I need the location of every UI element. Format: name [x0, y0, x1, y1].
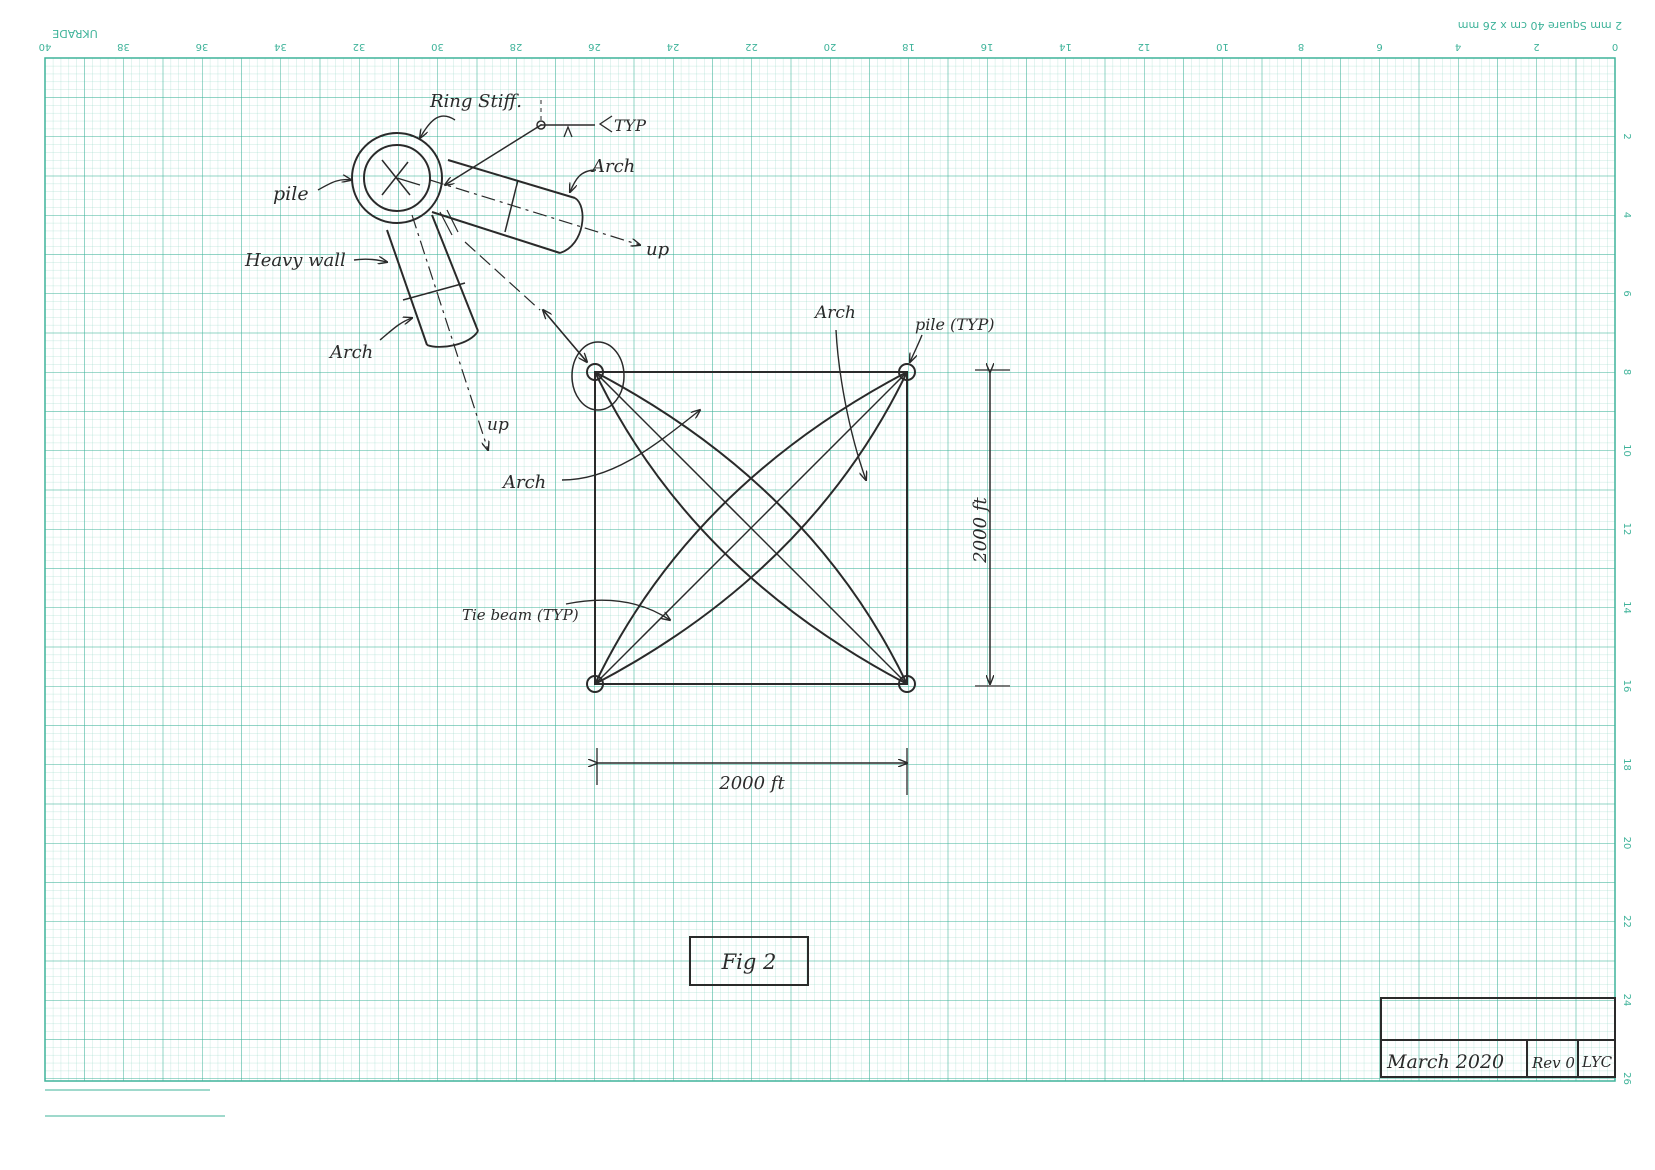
label-tie-beam: Tie beam (TYP) — [462, 606, 579, 624]
label-arch-lower: Arch — [328, 342, 373, 363]
pile-marker — [586, 675, 604, 693]
top-tick-label: 36 — [196, 41, 209, 52]
side-tick-label: 4 — [1621, 212, 1632, 218]
top-tick-label: 26 — [588, 41, 601, 52]
pile-marker — [898, 363, 916, 381]
figure-title: Fig 2 — [721, 950, 777, 974]
title-block-date: March 2020 — [1386, 1051, 1504, 1073]
side-tick-label: 2 — [1621, 133, 1632, 139]
tie-beam-square — [594, 371, 908, 685]
plan-view — [561, 329, 1010, 795]
label-ring-stiff: Ring Stiff. — [429, 91, 522, 112]
tie-beam-diagonal — [594, 371, 908, 685]
top-tick-label: 22 — [745, 41, 758, 52]
top-tick-label: 18 — [902, 41, 915, 52]
arch-curve — [594, 371, 908, 685]
top-tick-label: 28 — [510, 41, 523, 52]
detail-callout-ellipse — [571, 341, 625, 411]
pile-marker — [586, 363, 604, 381]
top-tick-label: 4 — [1455, 41, 1461, 52]
arch-curve — [594, 371, 908, 685]
title-block — [1380, 997, 1616, 1078]
pile-marker — [898, 675, 916, 693]
top-tick-label: 12 — [1138, 41, 1151, 52]
side-tick-label: 20 — [1621, 837, 1632, 850]
label-arch-upper: Arch — [590, 156, 635, 177]
side-tick-label: 24 — [1621, 994, 1632, 1007]
arch-tube-lower — [386, 214, 479, 346]
top-tick-label: 40 — [39, 41, 52, 52]
label-typ: TYP — [614, 116, 646, 135]
label-arch-plan-top: Arch — [813, 303, 856, 323]
side-tick-label: 12 — [1621, 523, 1632, 536]
top-tick-label: 38 — [117, 41, 130, 52]
top-tick-label: 24 — [667, 41, 680, 52]
label-dim-vertical: 2000 ft — [970, 497, 991, 564]
top-tick-label: 30 — [431, 41, 444, 52]
side-tick-label: 14 — [1621, 601, 1632, 614]
arch-curve — [594, 371, 908, 685]
grid — [44, 57, 1616, 1082]
top-tick-label: 20 — [824, 41, 837, 52]
top-tick-label: 16 — [981, 41, 994, 52]
top-tick-label: 0 — [1612, 41, 1618, 52]
side-tick-label: 8 — [1621, 369, 1632, 375]
top-tick-label: 14 — [1059, 41, 1072, 52]
top-tick-label: 6 — [1376, 41, 1382, 52]
side-tick-label: 26 — [1621, 1072, 1632, 1085]
label-up-right: up — [646, 239, 670, 260]
pile-detail — [317, 100, 640, 450]
top-tick-label: 10 — [1216, 41, 1229, 52]
side-tick-label: 6 — [1621, 290, 1632, 296]
label-up-down: up — [487, 415, 509, 435]
side-tick-label: 22 — [1621, 915, 1632, 928]
figure-title-box — [689, 936, 809, 986]
side-tick-label: 16 — [1621, 680, 1632, 693]
top-tick-label: 8 — [1298, 41, 1304, 52]
side-tick-label: 18 — [1621, 758, 1632, 771]
title-block-revision: Rev 0 — [1531, 1054, 1575, 1072]
title-block-initials: LYC — [1581, 1053, 1613, 1071]
label-heavy-wall: Heavy wall — [244, 250, 346, 271]
top-tick-label: 32 — [353, 41, 366, 52]
arch-tube-upper — [431, 159, 576, 254]
top-tick-label: 34 — [274, 41, 287, 52]
top-tick-label: 2 — [1533, 41, 1539, 52]
side-tick-label: 10 — [1621, 444, 1632, 457]
label-dim-horizontal: 2000 ft — [718, 773, 785, 794]
paper-brand: UKRADE — [52, 27, 97, 40]
label-pile-typ: pile (TYP) — [915, 315, 995, 334]
arch-curve — [594, 371, 908, 685]
pile-circle — [363, 144, 431, 212]
label-pile: pile — [273, 183, 309, 205]
label-arch-plan-left: Arch — [501, 472, 546, 493]
paper-header-text: 2 mm Square 40 cm x 26 mm — [1458, 19, 1622, 32]
